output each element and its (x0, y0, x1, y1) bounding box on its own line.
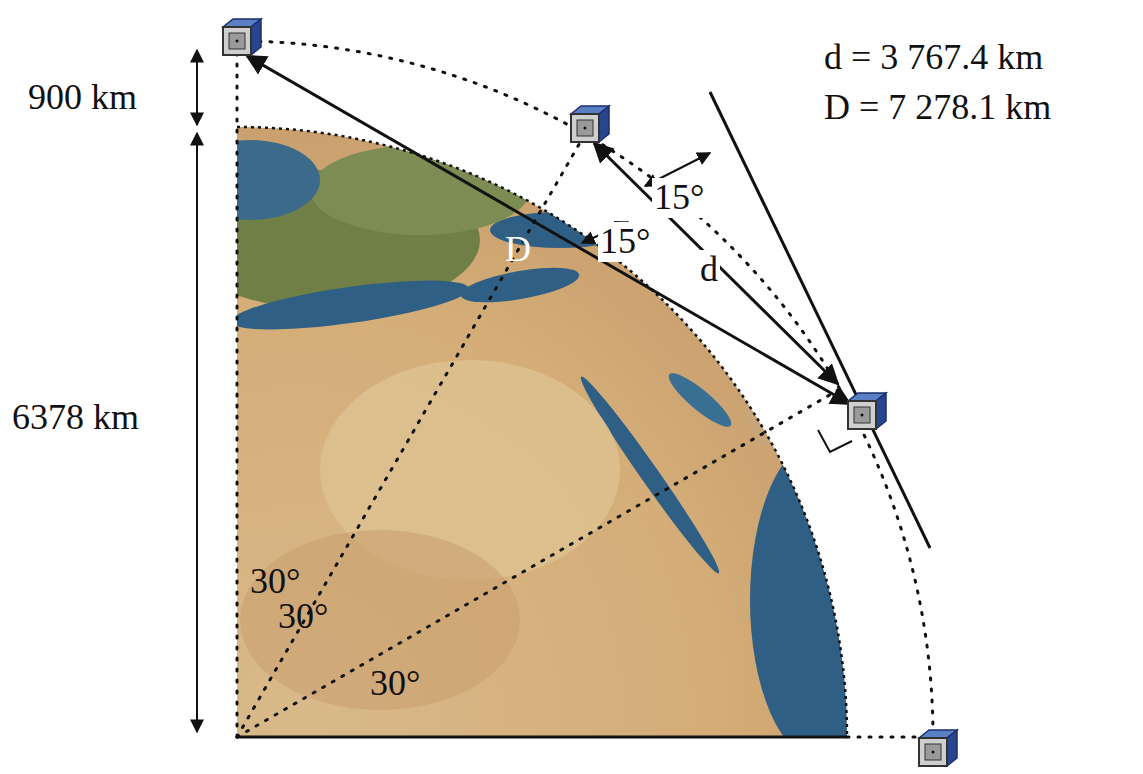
satellite (848, 393, 886, 429)
dimension-label: 900 km (28, 78, 137, 118)
dimension-label: 6378 km (12, 398, 139, 438)
satellite (223, 19, 261, 55)
dimension-label: d (698, 250, 720, 290)
dimension-label: 15° (598, 222, 652, 262)
dimension-label: 30° (250, 562, 300, 602)
satellite (571, 106, 609, 142)
satellite (919, 730, 957, 766)
dimension-label: 30° (370, 664, 420, 704)
dimension-label: 30° (278, 597, 328, 637)
dimension-label: d = 3 767.4 km (824, 38, 1043, 78)
dimension-label: D (505, 230, 531, 270)
dimension-label: 15° (652, 178, 706, 218)
dimension-label: D = 7 278.1 km (824, 88, 1051, 128)
